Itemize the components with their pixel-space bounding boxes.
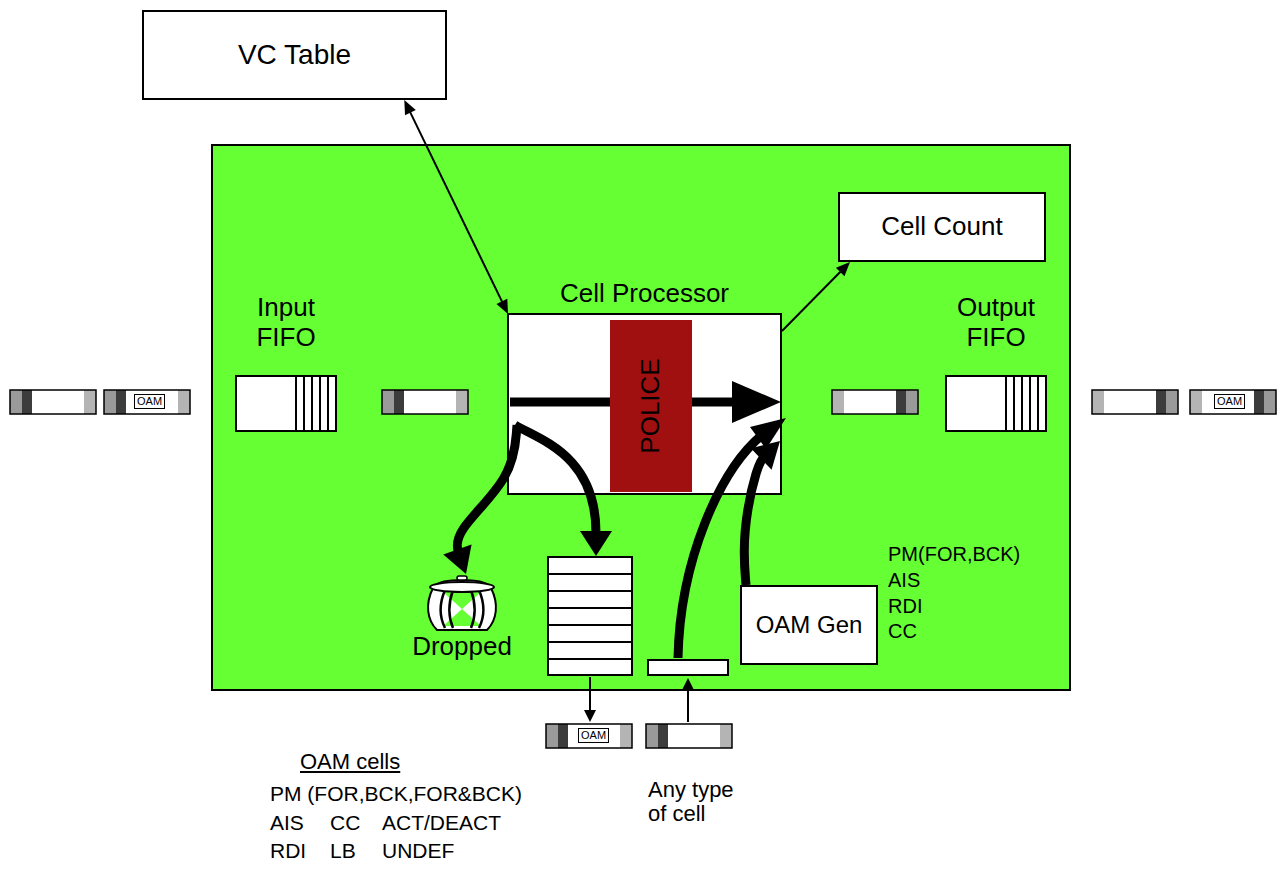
bin-icon [428, 576, 496, 630]
node-heading: Input FIFO [237, 293, 335, 353]
oam-cell [104, 390, 190, 414]
arrow-head [443, 545, 471, 574]
node-heading: Output FIFO [947, 293, 1045, 353]
oam-type: AIS [888, 569, 920, 591]
arrow-head [404, 100, 416, 115]
connector [744, 441, 780, 585]
list-heading: OAM cells [300, 750, 400, 774]
fifo-fill [945, 375, 1047, 432]
oam-queue [548, 557, 632, 675]
oam-type: CC [888, 620, 917, 642]
node-label: Cell Count [881, 212, 1002, 242]
cell-tag: OAM [1214, 394, 1245, 409]
connector [443, 425, 517, 574]
connector-line [409, 109, 504, 305]
insert-slot [648, 660, 728, 675]
list-item: RDI [270, 839, 306, 862]
fifo-buffer: Input FIFO [235, 375, 337, 432]
arrow-head [584, 710, 596, 722]
processor-fill [507, 313, 782, 495]
cell-tag: OAM [134, 394, 165, 409]
atm-cell [10, 390, 96, 414]
list-item: UNDEF [382, 839, 454, 862]
atm-cell [1092, 390, 1178, 414]
leader-arrow [589, 677, 591, 712]
list-item: LB [330, 839, 356, 862]
flow-arrow [515, 425, 596, 533]
node-heading: Cell Processor [469, 279, 820, 309]
fifo-buffer: Output FIFO [945, 375, 1047, 432]
arrow-head [496, 299, 508, 314]
node-label: OAM Gen [756, 611, 863, 639]
generator-box: OAM Gen [740, 585, 878, 665]
fifo-fill [235, 375, 337, 432]
cell-note: Any type of cell [648, 778, 748, 826]
atm-cell [832, 390, 918, 414]
arrow-head [580, 531, 612, 556]
atm-cell [382, 390, 468, 414]
oam-cell [546, 724, 632, 748]
fifo-slots [296, 376, 328, 431]
fifo-slots [1006, 376, 1038, 431]
arrow-head [836, 262, 850, 276]
processor-box: POLICECell Processor [507, 313, 782, 495]
table-box: VC Table [142, 10, 447, 100]
oam-cell [1190, 390, 1276, 414]
queue-slots [548, 574, 632, 659]
list-item: CC [330, 811, 360, 834]
node-label: VC Table [238, 39, 351, 71]
arrow-head [732, 381, 781, 423]
connector-line [744, 454, 767, 585]
connector [404, 100, 508, 314]
arrow-head [751, 441, 780, 470]
counter-box: Cell Count [838, 192, 1046, 262]
node-label: POLICE [636, 358, 666, 453]
police-block: POLICE [610, 320, 692, 492]
list-item: AIS [270, 811, 304, 834]
board-panel [212, 145, 1070, 690]
cell-tag: OAM [578, 728, 609, 743]
leader-arrow [687, 690, 689, 722]
drop-bin: Dropped [406, 574, 518, 666]
arrow-head [682, 678, 694, 690]
node-label: Dropped [406, 632, 518, 662]
oam-type: RDI [888, 595, 922, 617]
connector-line [782, 269, 843, 331]
list-item: ACT/DEACT [382, 811, 501, 834]
oam-type: PM(FOR,BCK) [888, 543, 1020, 565]
list-item: PM (FOR,BCK,FOR&BCK) [270, 782, 522, 805]
atm-cell [646, 724, 732, 748]
connector [782, 262, 850, 331]
